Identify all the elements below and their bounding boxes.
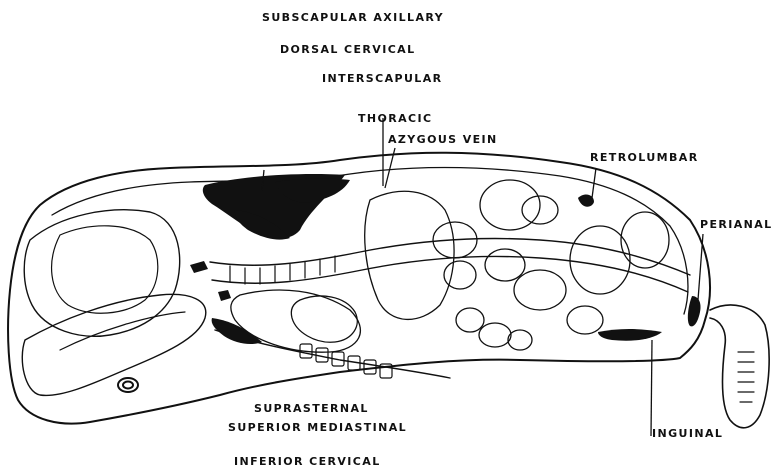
label-perianal: PERIANAL xyxy=(700,218,773,231)
body-outline xyxy=(8,153,710,424)
label-retrolumbar: RETROLUMBAR xyxy=(590,151,699,164)
label-subscapular-axillary: SUBSCAPULAR AXILLARY xyxy=(262,11,444,24)
inguinal-mass xyxy=(598,329,662,341)
label-azygous-vein: AZYGOUS VEIN xyxy=(388,133,498,146)
label-superior-mediastinal: SUPERIOR MEDIASTINAL xyxy=(228,421,407,434)
heart-outline xyxy=(291,296,357,342)
cervical-mass xyxy=(190,261,208,273)
head-region xyxy=(24,210,179,336)
ear-ring-inner xyxy=(123,382,133,389)
perianal-mass xyxy=(688,296,701,326)
ear-ring-outer xyxy=(118,378,138,392)
label-inguinal: INGUINAL xyxy=(652,427,723,440)
abdominal-organs xyxy=(433,180,669,350)
jaw-outline xyxy=(22,294,205,395)
liver-outline xyxy=(365,191,454,319)
mediastinal-mass xyxy=(218,290,231,301)
brain-region xyxy=(52,226,158,313)
vertebrae xyxy=(230,256,335,284)
tail-segments xyxy=(738,352,754,402)
label-thoracic: THORACIC xyxy=(358,112,432,125)
label-suprasternal: SUPRASTERNAL xyxy=(254,402,369,415)
label-dorsal-cervical: DORSAL CERVICAL xyxy=(280,43,416,56)
label-interscapular: INTERSCAPULAR xyxy=(322,72,442,85)
leader-lines xyxy=(262,118,703,436)
tongue-outline xyxy=(60,312,185,350)
tail-outline xyxy=(710,305,769,428)
label-inferior-cervical: INFERIOR CERVICAL xyxy=(234,455,381,468)
